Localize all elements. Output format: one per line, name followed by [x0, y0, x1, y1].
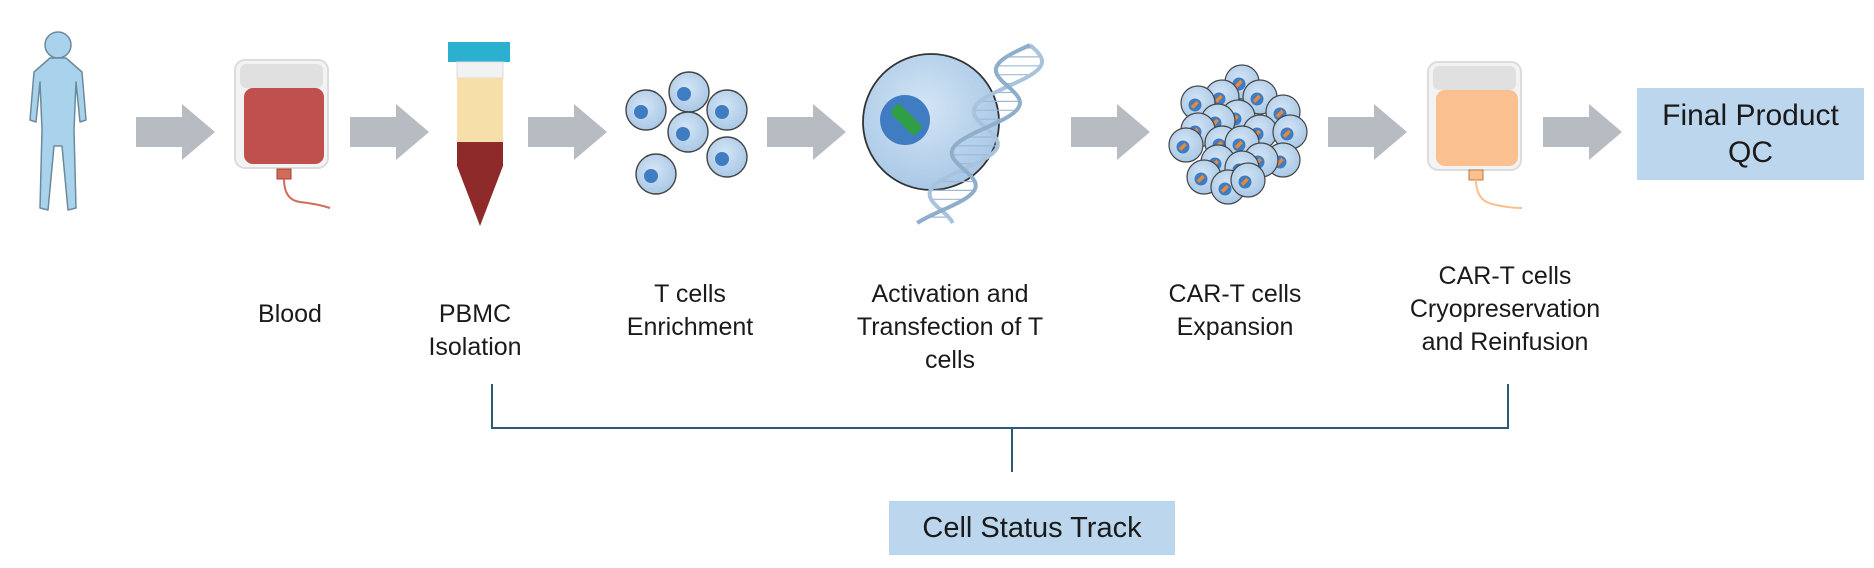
car-marker: [1190, 100, 1199, 109]
transfection-cell-icon: [862, 53, 1000, 191]
step-label-activation-transfection: Activation and Transfection of T cells: [856, 280, 1044, 374]
car-marker: [1196, 174, 1205, 183]
t-cell-nucleus: [634, 105, 648, 119]
flow-arrow-6: [1328, 104, 1407, 160]
t-cells-icon: [625, 71, 748, 195]
cell-status-track-box: Cell Status Track: [889, 501, 1175, 555]
t-cell-nucleus: [677, 87, 691, 101]
human-body-icon: [29, 31, 87, 211]
car-marker: [1234, 79, 1243, 88]
dna-helix-icon: [916, 43, 1045, 225]
flow-arrow-1: [136, 104, 215, 160]
step-label-car-t-expansion: CAR-T cells Expansion: [1168, 280, 1302, 341]
dna-strand: [927, 43, 1045, 225]
cell-status-bracket: [491, 384, 1509, 472]
t-cell-nucleus: [676, 127, 690, 141]
blood-bag-icon: [234, 59, 331, 209]
t-cell-nucleus: [715, 152, 729, 166]
step-label-t-cells-enrichment: T cells Enrichment: [626, 280, 754, 341]
final-product-qc-box: Final Product QC: [1637, 88, 1864, 180]
t-cell-nucleus: [644, 169, 658, 183]
dna-strand: [916, 43, 1031, 225]
flow-arrows: [136, 104, 1622, 160]
step-label-cryopreservation-reinfusion: CAR-T cells Cryopreservation and Reinfus…: [1409, 262, 1601, 356]
step-label-pbmc-isolation: PBMC Isolation: [428, 300, 522, 361]
car-t-product-bag-icon: [1427, 61, 1523, 209]
flow-arrow-7: [1543, 104, 1622, 160]
car-marker: [1214, 94, 1223, 103]
flow-arrow-4: [767, 104, 846, 160]
flow-arrow-2: [350, 104, 429, 160]
car-marker: [1240, 177, 1249, 186]
car-marker: [1178, 142, 1187, 151]
step-label-blood: Blood: [258, 300, 322, 328]
car-marker: [1234, 140, 1243, 149]
flow-arrow-3: [528, 104, 607, 160]
t-cell-nucleus: [715, 105, 729, 119]
car-marker: [1252, 94, 1261, 103]
centrifuge-tube-icon: [448, 42, 510, 226]
car-marker: [1220, 184, 1229, 193]
flow-arrow-5: [1071, 104, 1150, 160]
car-marker: [1282, 129, 1291, 138]
car-t-expansion-icon: [1168, 64, 1308, 205]
car-marker: [1275, 109, 1284, 118]
